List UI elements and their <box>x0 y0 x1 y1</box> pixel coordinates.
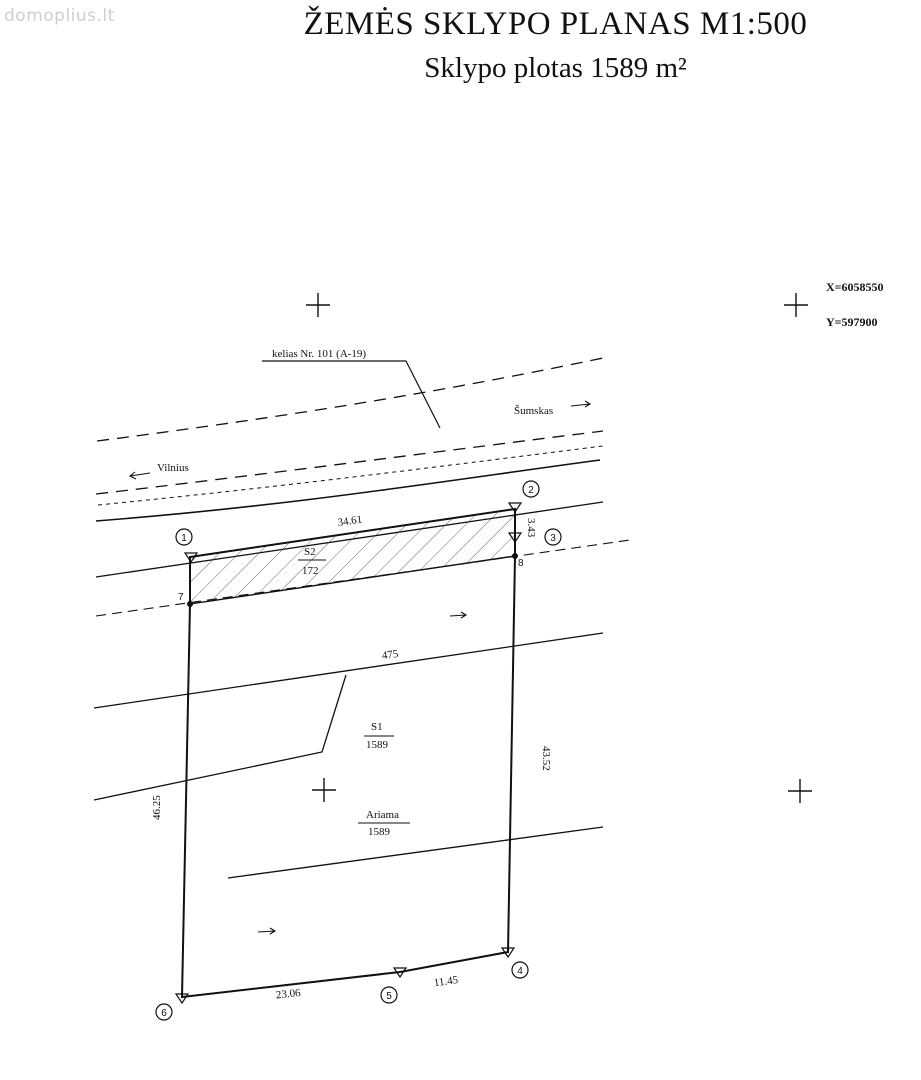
arrow-right-icon <box>449 611 468 619</box>
watermark: domoplius.lt <box>4 6 115 26</box>
dim-line-475: 475 <box>381 648 400 662</box>
dim-right-small: 3.43 <box>525 518 537 538</box>
zone-line-475 <box>93 632 604 709</box>
zone-line <box>95 539 631 617</box>
road-edge-lower <box>95 430 604 495</box>
arrow-right-icon <box>257 927 277 935</box>
marker-triangle <box>500 947 516 959</box>
road <box>95 357 604 522</box>
area-s2-name: S2 <box>304 546 316 558</box>
road-name-label: kelias Nr. 101 (A-19) <box>272 348 366 360</box>
arrow-right-icon <box>570 400 592 408</box>
marker-triangle <box>392 967 408 979</box>
area-s2-value: 172 <box>302 565 319 577</box>
point-7-label: 7 <box>178 592 184 603</box>
zone-lines <box>93 501 631 879</box>
point-8-label: 8 <box>518 558 524 569</box>
road-direction-right: Šumskas <box>514 405 553 417</box>
road-edge-solid <box>95 459 601 522</box>
point-1-label: 1 <box>181 533 187 544</box>
point-5-label: 5 <box>386 991 392 1002</box>
grid-cross <box>306 293 330 317</box>
point-3-label: 3 <box>550 533 556 544</box>
area-s1-name: S1 <box>371 721 383 733</box>
marker-triangle <box>507 502 523 514</box>
marker-triangle <box>183 552 199 564</box>
arrow-left-icon <box>128 471 151 480</box>
zone-line <box>227 826 604 879</box>
boundary-markers <box>174 502 523 1005</box>
area-ariama-name: Ariama <box>366 809 399 821</box>
plot-boundary <box>180 507 516 999</box>
dim-bottom-left: 23.06 <box>275 987 301 1002</box>
dim-right: 43.52 <box>540 746 552 771</box>
point-4-label: 4 <box>517 966 523 977</box>
road-direction-left: Vilnius <box>157 462 189 474</box>
marker-dot <box>187 601 193 607</box>
plan-subtitle: Sklypo plotas 1589 m² <box>424 52 687 84</box>
grid-cross <box>312 778 336 802</box>
road-edge-upper <box>96 357 604 442</box>
plan-title: ŽEMĖS SKLYPO PLANAS M1:500 <box>303 6 808 42</box>
grid-cross <box>788 779 812 803</box>
point-6-label: 6 <box>161 1008 167 1019</box>
area-ariama-value: 1589 <box>368 826 391 838</box>
dim-left: 46.25 <box>151 795 163 820</box>
dim-top: 34.61 <box>337 514 363 529</box>
dim-bottom-right: 11.45 <box>433 974 459 989</box>
marker-triangle <box>174 993 190 1005</box>
zone-line <box>93 674 347 801</box>
coord-y-label: Y=597900 <box>826 315 878 329</box>
road-edge-inner <box>97 445 604 506</box>
grid-cross <box>784 293 808 317</box>
coord-x-label: X=6058550 <box>826 280 884 294</box>
road-label-leader <box>262 360 441 429</box>
point-2-label: 2 <box>528 485 534 496</box>
marker-triangle <box>507 532 523 544</box>
marker-dot <box>512 553 518 559</box>
point-labels <box>155 480 562 1021</box>
area-s1-value: 1589 <box>366 739 389 751</box>
grid-crosses <box>306 293 812 803</box>
